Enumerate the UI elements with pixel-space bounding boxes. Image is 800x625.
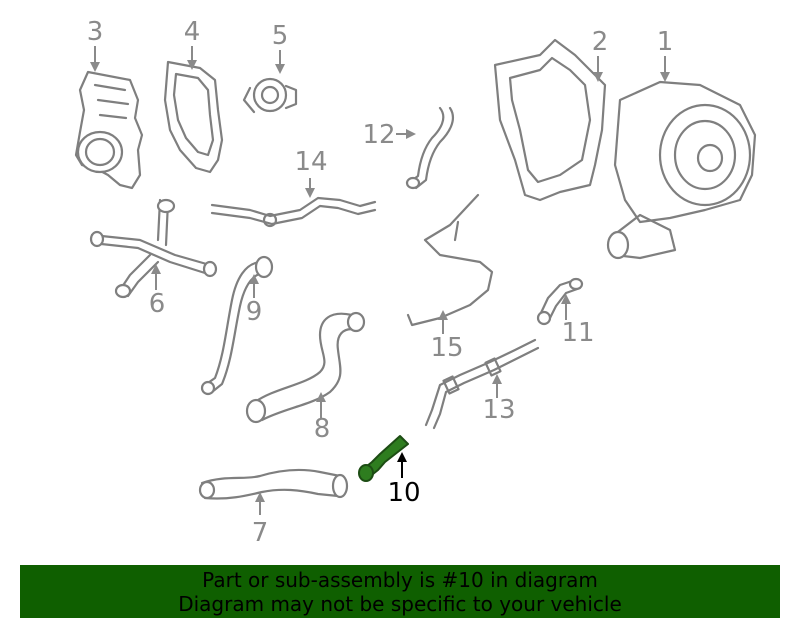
callout-3[interactable]: 3 (87, 17, 104, 47)
parts-diagram: 1 2 3 4 5 6 7 8 9 10 11 12 13 14 15 (74, 17, 757, 548)
callout-7[interactable]: 7 (252, 518, 269, 548)
part-15-tube[interactable] (406, 193, 494, 327)
part-6-y-fitting[interactable] (89, 198, 218, 299)
callout-4[interactable]: 4 (184, 17, 201, 47)
callout-5[interactable]: 5 (272, 21, 289, 51)
callout-9[interactable]: 9 (246, 297, 263, 327)
callout-15[interactable]: 15 (430, 333, 463, 363)
part-11-hose[interactable] (536, 277, 584, 326)
info-banner: Part or sub-assembly is #10 in diagram D… (20, 565, 780, 618)
part-2-gasket[interactable] (493, 38, 607, 202)
callout-8[interactable]: 8 (314, 414, 331, 444)
part-14-pipe[interactable] (210, 196, 377, 228)
callout-11[interactable]: 11 (561, 318, 594, 348)
part-1-water-pump[interactable] (606, 80, 757, 260)
callout-14[interactable]: 14 (294, 147, 327, 177)
banner-line-1: Part or sub-assembly is #10 in diagram (202, 567, 598, 592)
part-5-thermostat[interactable] (242, 77, 298, 114)
part-7-hose[interactable] (198, 468, 349, 500)
callout-6[interactable]: 6 (149, 289, 166, 319)
callout-1[interactable]: 1 (657, 27, 674, 57)
part-9-hose[interactable] (200, 255, 274, 396)
banner-line-2: Diagram may not be specific to your vehi… (178, 591, 622, 616)
part-12-hose[interactable] (405, 106, 455, 190)
part-3-housing[interactable] (74, 70, 144, 190)
callout-leaders (90, 46, 670, 515)
callout-13[interactable]: 13 (482, 395, 515, 425)
callout-2[interactable]: 2 (592, 27, 609, 57)
part-10-pipe-highlighted[interactable] (358, 435, 409, 482)
callout-12[interactable]: 12 (362, 120, 395, 150)
part-13-pipe[interactable] (424, 338, 540, 430)
callout-10-highlighted[interactable]: 10 (387, 478, 420, 508)
part-8-hose[interactable] (245, 311, 366, 424)
part-4-gasket[interactable] (163, 60, 224, 174)
